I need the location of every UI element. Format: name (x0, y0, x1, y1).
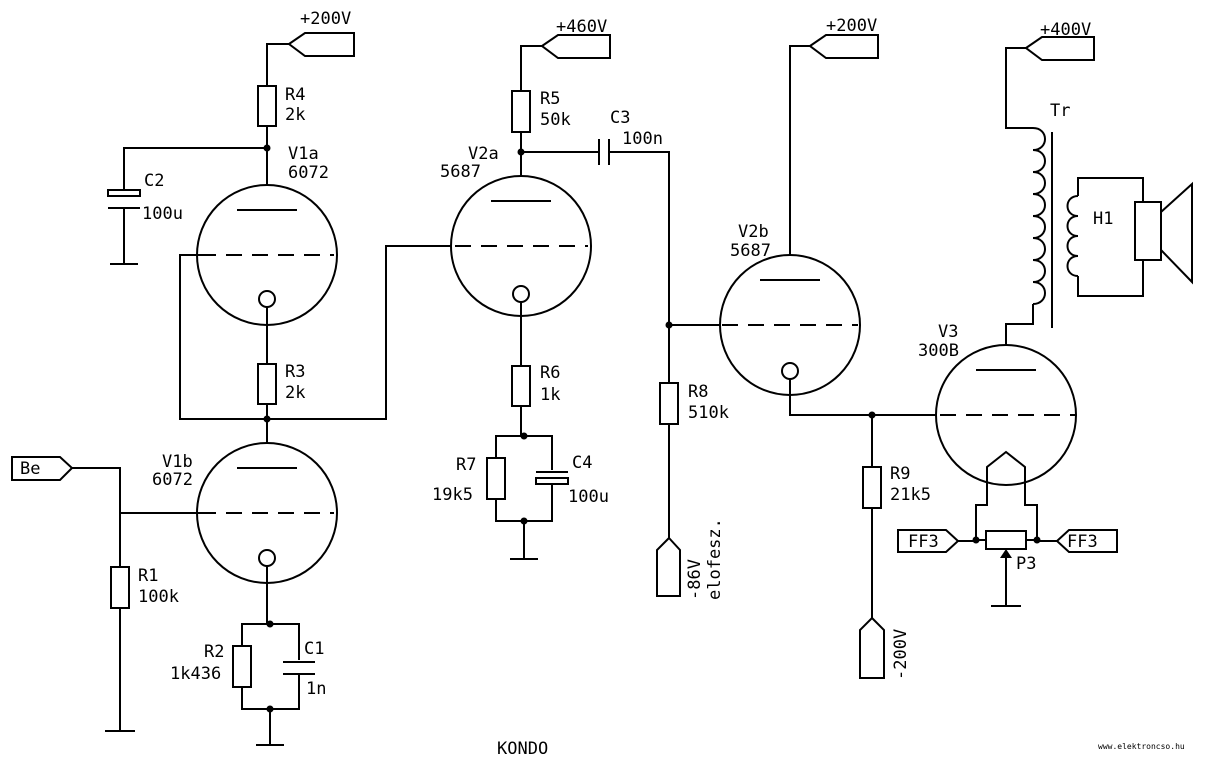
v1b-type: 6072 (152, 470, 193, 490)
v2b-ref: V2b (738, 222, 769, 242)
r9-ref: R9 (890, 464, 910, 484)
r1-ref: R1 (138, 566, 158, 586)
r6-value: 1k (540, 385, 560, 405)
tube-v1a: V1a 6072 (196, 144, 338, 326)
c1-value: 1n (306, 679, 326, 699)
pot-ref: P3 (1016, 554, 1036, 574)
watermark: www.elektroncso.hu (1098, 742, 1185, 751)
diagram-title: KONDO (497, 739, 548, 759)
tube-v2b: V2b 5687 (719, 222, 861, 396)
bias-label: -86V (685, 559, 705, 600)
r9-value: 21k5 (890, 485, 931, 505)
tube-v2a: V2a 5687 (440, 144, 592, 366)
r7-ref: R7 (456, 455, 476, 475)
supply-flag-v2a: +460V (540, 17, 611, 59)
transformer-ref: Tr (1050, 101, 1070, 121)
transformer-secondary (1066, 195, 1079, 277)
v2a-ref: V2a (468, 144, 499, 164)
input-label: Be (20, 459, 40, 479)
r2-value: 1k436 (170, 664, 221, 684)
speaker-ref: H1 (1093, 209, 1113, 229)
filament (986, 450, 1026, 480)
v1a-type: 6072 (288, 163, 329, 183)
resistor-r9 (862, 466, 882, 509)
filament-right-label: FF3 (1067, 532, 1098, 552)
supply-flag-v2b: +200V (808, 16, 879, 59)
r3-value: 2k (285, 383, 305, 403)
r5-ref: R5 (540, 89, 560, 109)
supply-flag-v3: +400V (1024, 20, 1095, 61)
r4-value: 2k (285, 105, 305, 125)
r5-value: 50k (540, 110, 571, 130)
neg-supply-flag: -200V (859, 616, 911, 680)
r6-ref: R6 (540, 363, 560, 383)
supply-flag-v1a: +200V (287, 9, 355, 57)
capacitor-c2-plate (107, 189, 141, 197)
resistor-r2 (232, 645, 252, 688)
filament-port-right[interactable]: FF3 (1055, 529, 1118, 553)
supply-label-v1a: +200V (300, 9, 351, 29)
v1a-ref: V1a (288, 144, 319, 164)
filament-port-left[interactable]: FF3 (897, 529, 960, 553)
v3-type: 300B (918, 341, 959, 361)
v2b-type: 5687 (730, 241, 771, 261)
resistor-r1 (110, 566, 130, 609)
c4-value: 100u (568, 487, 609, 507)
c3-value: 100n (622, 129, 663, 149)
r2-ref: R2 (204, 642, 224, 662)
c1-ref: C1 (304, 639, 324, 659)
tube-v3: V3 300B (918, 322, 1077, 486)
c2-value: 100u (142, 204, 183, 224)
transformer-primary (1032, 127, 1046, 305)
c2-ref: C2 (144, 171, 164, 191)
r8-value: 510k (688, 403, 729, 423)
v2a-type: 5687 (440, 162, 481, 182)
supply-label-v3: +400V (1040, 20, 1091, 40)
filament-left-label: FF3 (908, 532, 939, 552)
input-port-be[interactable]: Be (11, 456, 74, 481)
potentiometer-p3 (985, 530, 1027, 550)
resistor-r8 (659, 382, 679, 425)
resistor-r7 (486, 457, 506, 500)
resistor-r4 (257, 85, 277, 127)
c4-ref: C4 (572, 453, 592, 473)
speaker-h1: H1 (1093, 181, 1193, 285)
r1-value: 100k (138, 587, 179, 607)
resistor-r5 (511, 90, 531, 133)
supply-label-v2a: +460V (556, 17, 607, 37)
v3-ref: V3 (938, 322, 958, 342)
v1b-ref: V1b (162, 452, 193, 472)
r4-ref: R4 (285, 85, 305, 105)
neg-supply-label: -200V (891, 629, 911, 680)
r7-value: 19k5 (432, 485, 473, 505)
pot-wiper-arrow (1000, 549, 1012, 558)
bias-note: elofesz. (705, 518, 725, 600)
resistor-r3 (257, 363, 277, 405)
resistor-r6 (511, 365, 531, 407)
c3-ref: C3 (610, 108, 630, 128)
bias-supply-flag: -86V elofesz. (656, 518, 725, 600)
r8-ref: R8 (688, 382, 708, 402)
r3-ref: R3 (285, 362, 305, 382)
supply-label-v2b: +200V (826, 16, 877, 36)
tube-v1b: V1b 6072 (152, 442, 338, 624)
